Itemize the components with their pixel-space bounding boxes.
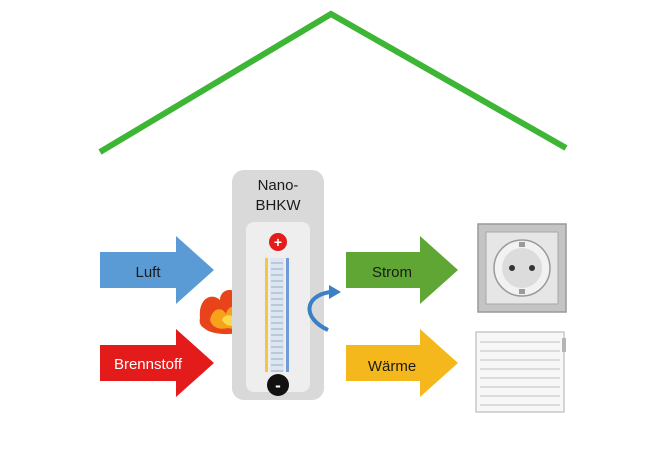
cathode-plate — [286, 258, 289, 372]
anode-plate — [265, 258, 268, 372]
heat-label: Wärme — [368, 358, 416, 375]
air-label: Luft — [135, 264, 161, 281]
power-label: Strom — [372, 264, 412, 281]
air-arrow — [100, 236, 214, 304]
plus-badge — [269, 233, 287, 251]
radiator-icon — [475, 331, 566, 413]
minus-label: - — [275, 376, 281, 395]
fuel-arrow — [100, 329, 214, 397]
minus-badge — [267, 374, 289, 396]
plus-label: + — [274, 234, 282, 250]
electrolyte-stripes — [271, 262, 283, 372]
heat-flow-arrow-icon — [307, 285, 341, 332]
power-socket-icon — [477, 223, 567, 313]
fuel-label: Brennstoff — [114, 356, 183, 373]
unit-title-line1: Nano- — [258, 177, 299, 194]
power-arrow — [346, 236, 458, 304]
house-roof-icon — [98, 10, 568, 155]
unit-title-line2: BHKW — [256, 197, 302, 214]
heat-arrow — [346, 329, 458, 397]
